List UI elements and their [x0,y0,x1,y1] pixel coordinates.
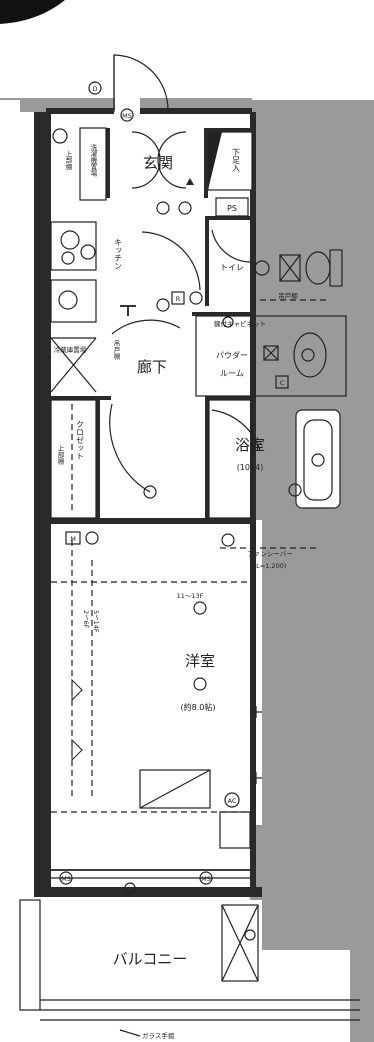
wall-entrance-left [106,128,110,198]
laundry-area-label: 洗濯機置場 [89,142,97,177]
symbol-m: M [70,535,76,543]
wall-bottom [34,887,262,897]
corner-blob [0,0,65,24]
wall-western-top [51,518,252,524]
symbol-d: D [92,85,97,93]
fridge-label: 冷蔵庫置場 [54,345,87,354]
sink [58,290,78,310]
room-powder-label-2: ルーム [220,369,244,378]
outdoor-unit [221,904,259,982]
closet-label: クロゼット [76,420,85,460]
upper-shelf-closet-label: 上部棚 [56,444,64,466]
ps-label: PS [227,204,237,213]
fancy-bar-length: (L=1,200) [254,562,287,570]
room-corridor-label: 廊下 [137,358,167,376]
glass-rail-label: ガラス手摺 [142,1031,175,1040]
symbol-ms-balcony-left: MS [61,875,71,883]
floor-note-label: 11～13F [177,592,204,600]
room-kitchen-label: キッチン [114,238,123,270]
symbol-ms-entrance: MS [122,112,132,120]
bathtub [295,409,341,509]
room-western-label: 洋室 [185,652,215,670]
symbol-c: C [280,379,285,387]
wall-left [34,112,46,887]
symbol-r: R [176,295,181,303]
floor-note-label-2: 2～6F [82,610,90,629]
wall-right [250,112,256,887]
fancy-bar-label: ファンシーバー [247,550,292,558]
room-powder-label-1: パウダー [216,350,248,360]
wall-top-right [140,108,252,114]
hanging-shelf-toilet-label: 吊戸棚 [278,291,298,300]
room-toilet-label: トイレ [220,263,244,272]
room-bath-label: 浴室 [235,436,265,454]
symbol-ms-balcony-right: MS [201,875,211,883]
wall-left-inner [46,112,51,887]
wall-top-left [46,108,114,114]
wash-basin [293,332,327,378]
wall-entrance-right [204,128,208,198]
room-western-size: (約8.0帖) [181,702,216,712]
room-balcony-label: バルコニー [113,950,188,968]
shoe-box-label: 下足入 [232,148,241,172]
wall-toilet-top [205,216,252,220]
floor-note-label-3: 5～14F [92,610,100,633]
hanging-shelf-corridor-label: 吊戸棚 [112,340,120,361]
room-bath-size: (1014) [237,463,264,472]
symbol-ac: AC [228,797,237,805]
door-symbol [88,81,102,95]
upper-shelf-label-top: 上部棚 [64,149,72,171]
key-cabinet-label: 鍵付キャビネット [214,319,266,328]
entrance-door[interactable] [113,54,169,111]
neighbor-unit-right [250,100,374,1042]
